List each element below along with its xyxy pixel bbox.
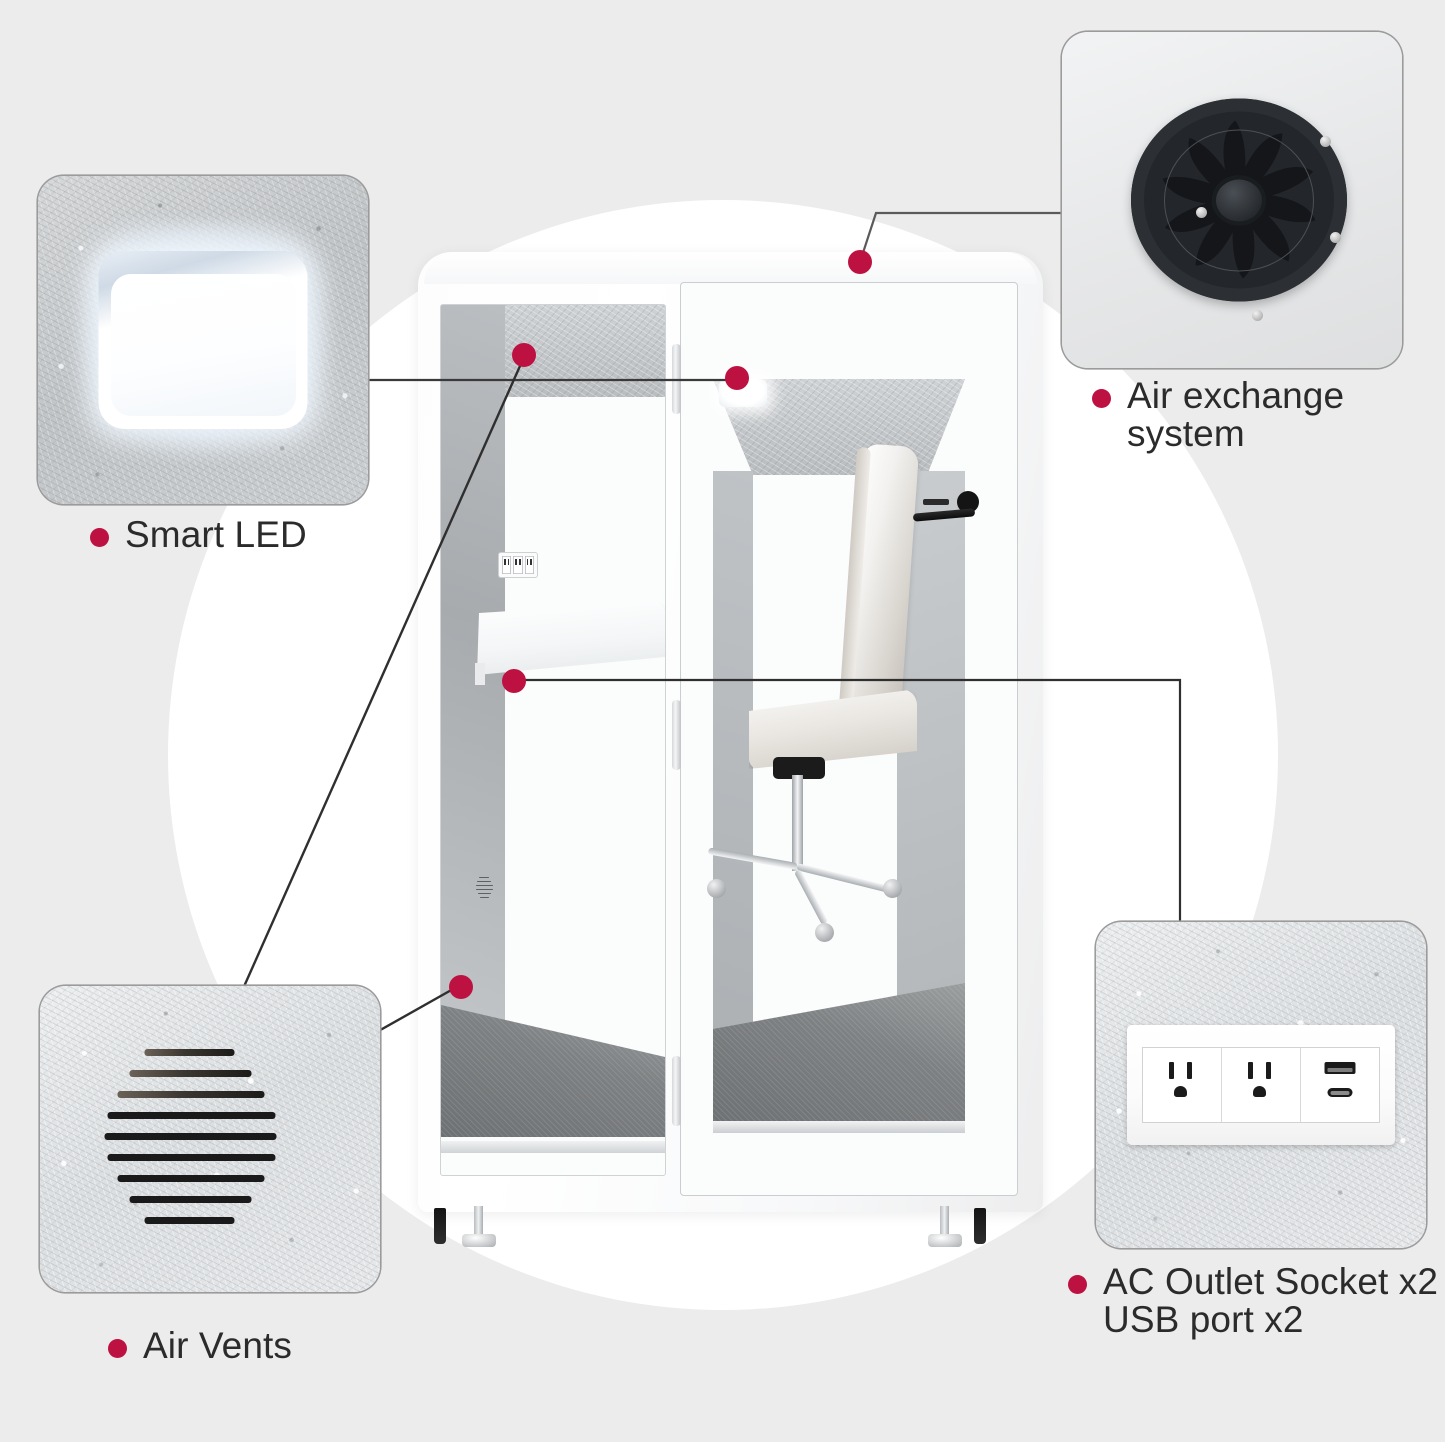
office-chair-caster	[815, 923, 834, 942]
led-panel-icon	[98, 251, 308, 429]
ceiling-led-on-pod	[719, 379, 767, 407]
wall-vent-on-pod	[475, 877, 495, 899]
inset-air-exchange	[1062, 32, 1402, 368]
pod-right-door-bay	[680, 282, 1018, 1196]
right-bay-threshold	[713, 1121, 965, 1133]
inset-air-vents	[40, 986, 380, 1292]
right-bay-back-wall	[713, 471, 753, 1067]
usb-a-port-icon	[1324, 1062, 1356, 1074]
fan-screw	[1330, 232, 1341, 243]
fan-screw	[1252, 310, 1263, 321]
door-key-slot	[923, 499, 949, 505]
office-chair-gas-cylinder	[792, 775, 803, 871]
door-hinge-bottom	[672, 1056, 681, 1126]
bullet-dot-icon	[90, 528, 109, 547]
bullet-dot-icon	[108, 1339, 127, 1358]
pod-roof	[424, 252, 1037, 284]
vent-icon	[103, 1049, 318, 1229]
door-handle-rose[interactable]	[957, 491, 979, 513]
bullet-dot-icon	[1068, 1275, 1087, 1294]
bullet-dot-icon	[1092, 389, 1111, 408]
inset-smart-led	[38, 176, 368, 504]
pod-left-glass-bay	[440, 304, 666, 1176]
usb-port-module	[1301, 1048, 1379, 1122]
pod-leveler-base	[462, 1234, 496, 1247]
fan-screw	[1320, 136, 1331, 147]
ac-outlet-1	[1143, 1048, 1222, 1122]
fan-icon	[1130, 98, 1347, 302]
inset-ac-outlet	[1096, 922, 1426, 1248]
pod-leveler	[940, 1206, 949, 1240]
desk-support	[475, 663, 485, 685]
office-chair-caster	[883, 879, 902, 898]
office-chair-caster	[707, 879, 726, 898]
right-bay-ceiling	[713, 379, 965, 475]
pod-desk	[477, 601, 665, 675]
office-chair-base-leg	[793, 868, 829, 926]
callout-label-smart-led: Smart LED	[90, 514, 307, 555]
pod-leveler-base	[928, 1234, 962, 1247]
callout-label-text: Air Vents	[143, 1325, 292, 1366]
office-pod-illustration	[418, 252, 1043, 1247]
callout-label-text: AC Outlet Socket x2 USB port x2	[1103, 1261, 1439, 1341]
left-bay-floor	[441, 1005, 665, 1137]
callout-label-air-exchange: Air exchange system	[1092, 375, 1345, 455]
felt-texture	[40, 986, 380, 1292]
door-hinge-top	[672, 344, 681, 414]
left-bay-bottom-rail	[441, 1141, 665, 1153]
ac-outlet-2	[1222, 1048, 1301, 1122]
pod-leveler	[474, 1206, 483, 1240]
usb-c-port-icon	[1327, 1088, 1353, 1097]
door-hinge-middle	[672, 700, 681, 770]
pod-foot	[434, 1208, 446, 1244]
fan-hub	[1211, 175, 1266, 225]
fan-screw	[1196, 207, 1207, 218]
fan-guard	[1163, 129, 1314, 271]
callout-label-ac-outlet: AC Outlet Socket x2 USB port x2	[1068, 1261, 1439, 1341]
pod-foot	[974, 1208, 986, 1244]
callout-label-air-vents: Air Vents	[108, 1325, 292, 1366]
callout-label-text: Air exchange system	[1127, 375, 1345, 455]
wall-outlet-on-pod	[499, 553, 537, 577]
led-diffuser	[110, 274, 296, 417]
outlet-faceplate	[1142, 1047, 1380, 1123]
callout-label-text: Smart LED	[125, 514, 307, 555]
left-bay-side-wall	[441, 305, 505, 1097]
power-outlet-icon	[1127, 1025, 1395, 1145]
